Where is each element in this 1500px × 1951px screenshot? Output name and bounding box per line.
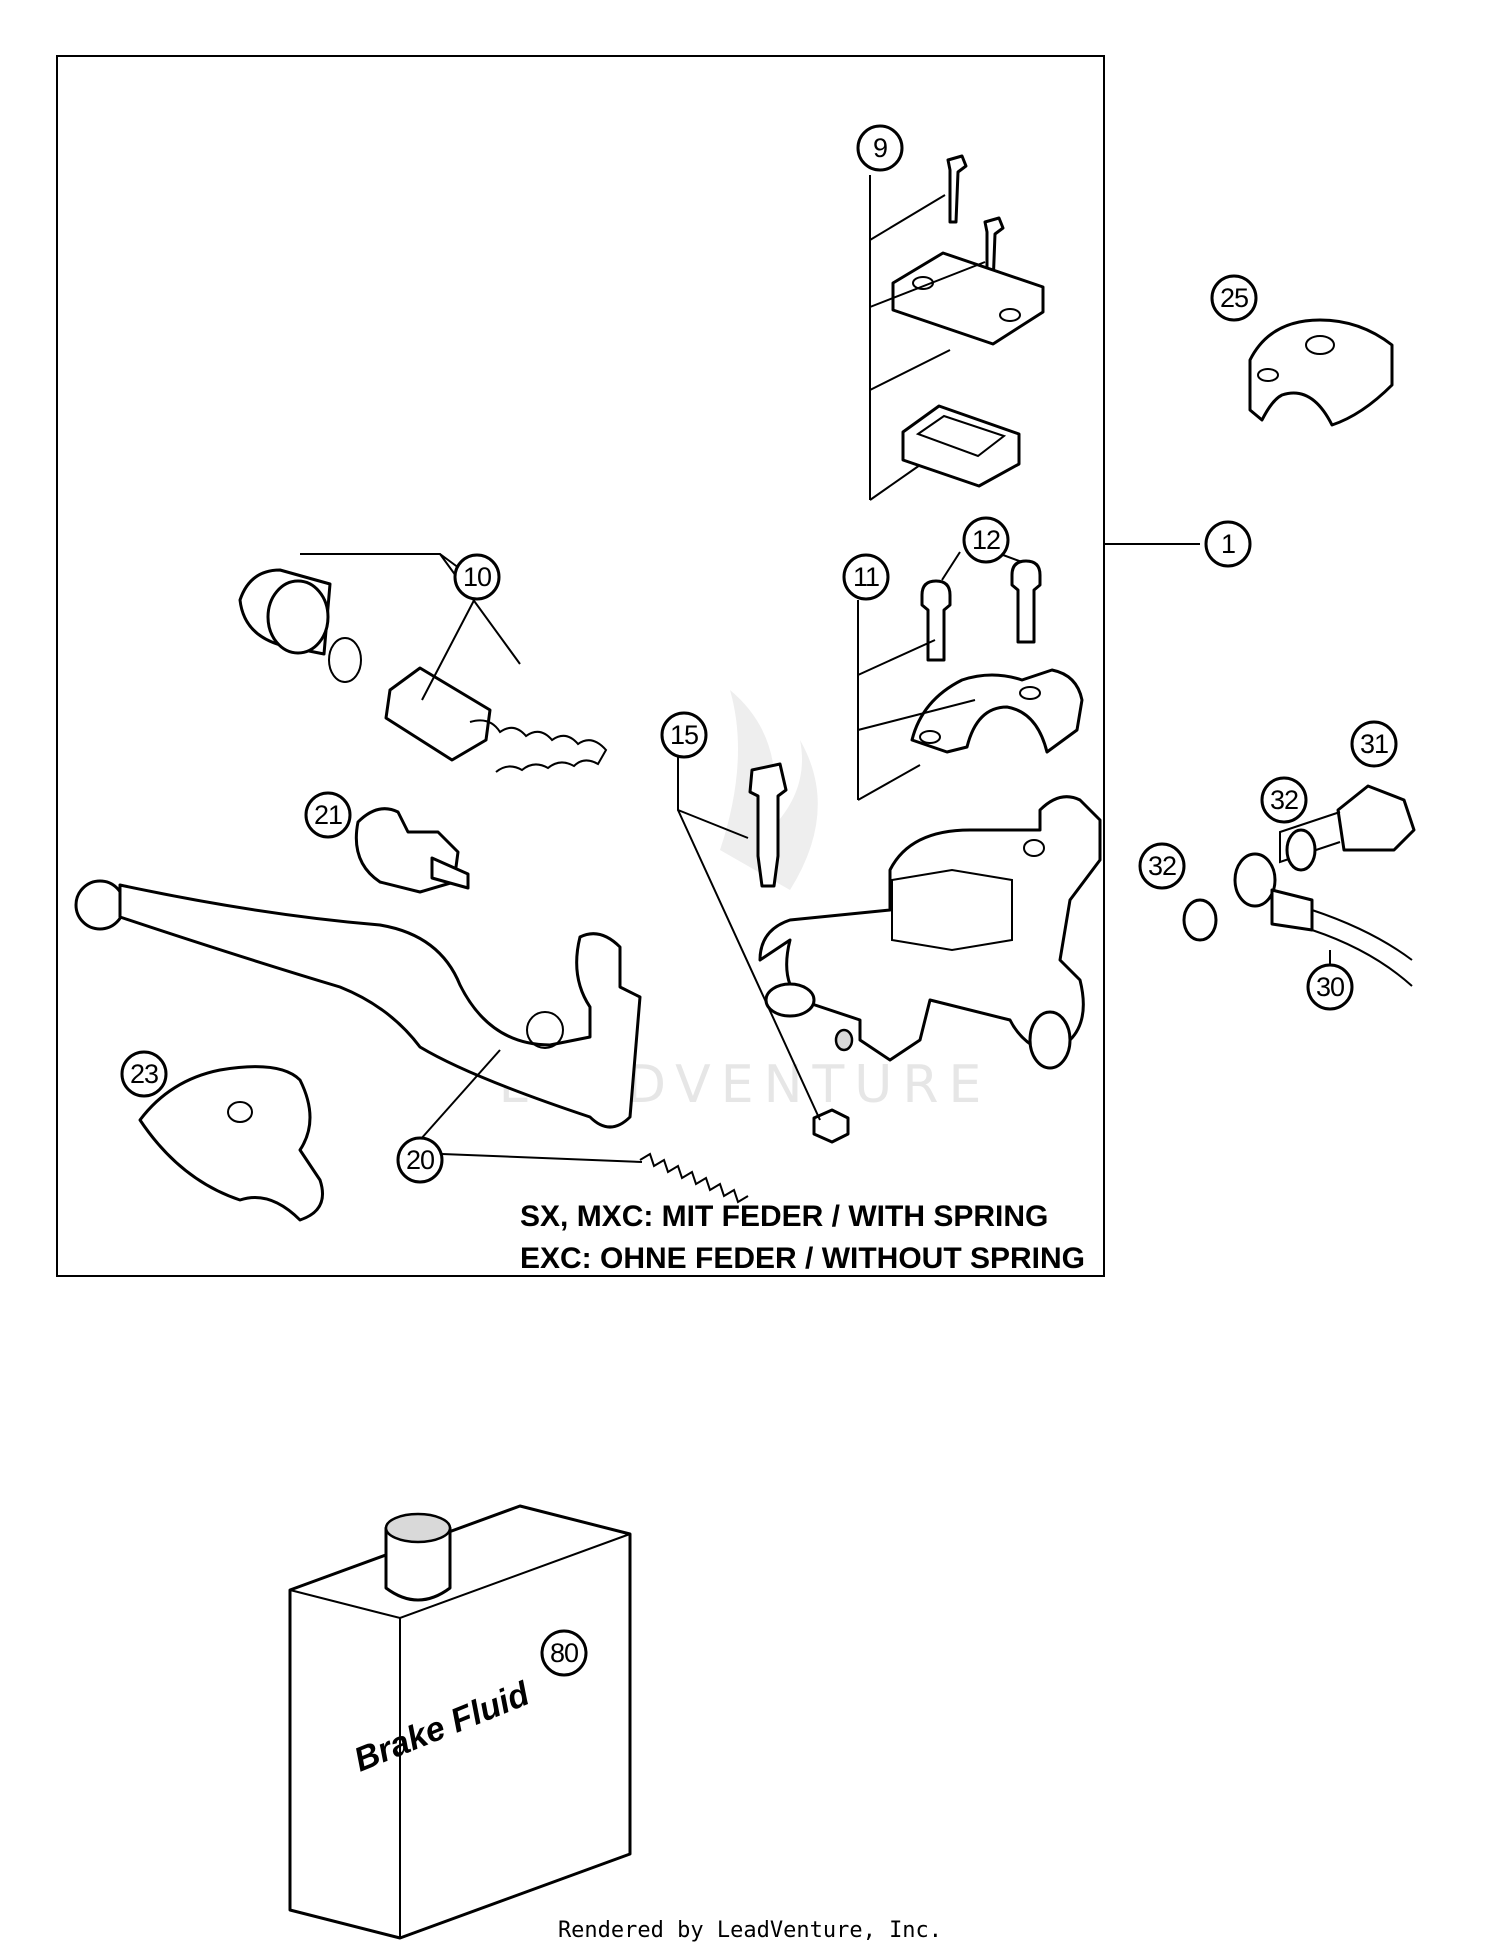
clamp-25	[1248, 318, 1394, 427]
callout-10: 10	[453, 553, 501, 601]
callout-11: 11	[842, 553, 890, 601]
notes: SX, MXC: MIT FEDER / WITH SPRING EXC: OH…	[520, 1200, 1085, 1275]
callout-32-lower: 32	[1138, 842, 1186, 890]
leader-20-lever	[419, 1049, 501, 1141]
svg-text:25: 25	[1220, 283, 1248, 313]
brake-lever-20	[74, 879, 642, 1129]
spring-20	[639, 1152, 749, 1204]
lever-cover-23	[138, 1065, 324, 1222]
leader-15	[677, 752, 821, 1121]
piston-kit-10	[238, 568, 608, 773]
svg-text:10: 10	[463, 562, 491, 592]
svg-text:11: 11	[853, 562, 879, 592]
svg-text:20: 20	[406, 1145, 434, 1175]
hose-banjo-set	[1182, 784, 1416, 987]
footer-credit: Rendered by LeadVenture, Inc.	[557, 1918, 943, 1943]
leader-9	[869, 175, 986, 501]
svg-text:21: 21	[314, 800, 342, 830]
callout-20: 20	[396, 1136, 444, 1184]
svg-text:32: 32	[1270, 785, 1298, 815]
callout-31: 31	[1350, 720, 1398, 768]
callout-9: 9	[856, 124, 904, 172]
svg-text:12: 12	[972, 525, 1000, 555]
callout-12: 12	[962, 516, 1010, 564]
reservoir-cover-set	[891, 154, 1045, 488]
callout-25: 25	[1210, 274, 1258, 322]
callout-32-upper: 32	[1260, 776, 1308, 824]
master-cylinder-body	[758, 795, 1102, 1070]
clamp-set-11	[910, 559, 1084, 754]
leader-20-spring	[441, 1153, 643, 1163]
svg-text:9: 9	[873, 133, 887, 163]
callout-1: 1	[1204, 520, 1252, 568]
note-line-1: SX, MXC: MIT FEDER / WITH SPRING	[520, 1200, 1048, 1233]
svg-text:23: 23	[130, 1059, 158, 1089]
callout-30: 30	[1306, 963, 1354, 1011]
callout-23: 23	[120, 1050, 168, 1098]
svg-text:1: 1	[1221, 529, 1235, 559]
pivot-bolt-15	[748, 762, 850, 1144]
svg-text:30: 30	[1316, 972, 1344, 1002]
callout-80: 80	[540, 1629, 588, 1677]
callout-15: 15	[660, 711, 708, 759]
callout-21: 21	[304, 791, 352, 839]
assembly-frame	[56, 55, 1105, 1277]
leader-11	[857, 600, 976, 801]
svg-text:32: 32	[1148, 851, 1176, 881]
svg-text:15: 15	[670, 720, 698, 750]
adjuster-21	[354, 807, 470, 894]
svg-text:80: 80	[550, 1638, 578, 1668]
svg-text:31: 31	[1360, 729, 1388, 759]
brake-fluid-bottle-80: Brake Fluid	[288, 1504, 632, 1940]
note-line-2: EXC: OHNE FEDER / WITHOUT SPRING	[520, 1242, 1085, 1275]
